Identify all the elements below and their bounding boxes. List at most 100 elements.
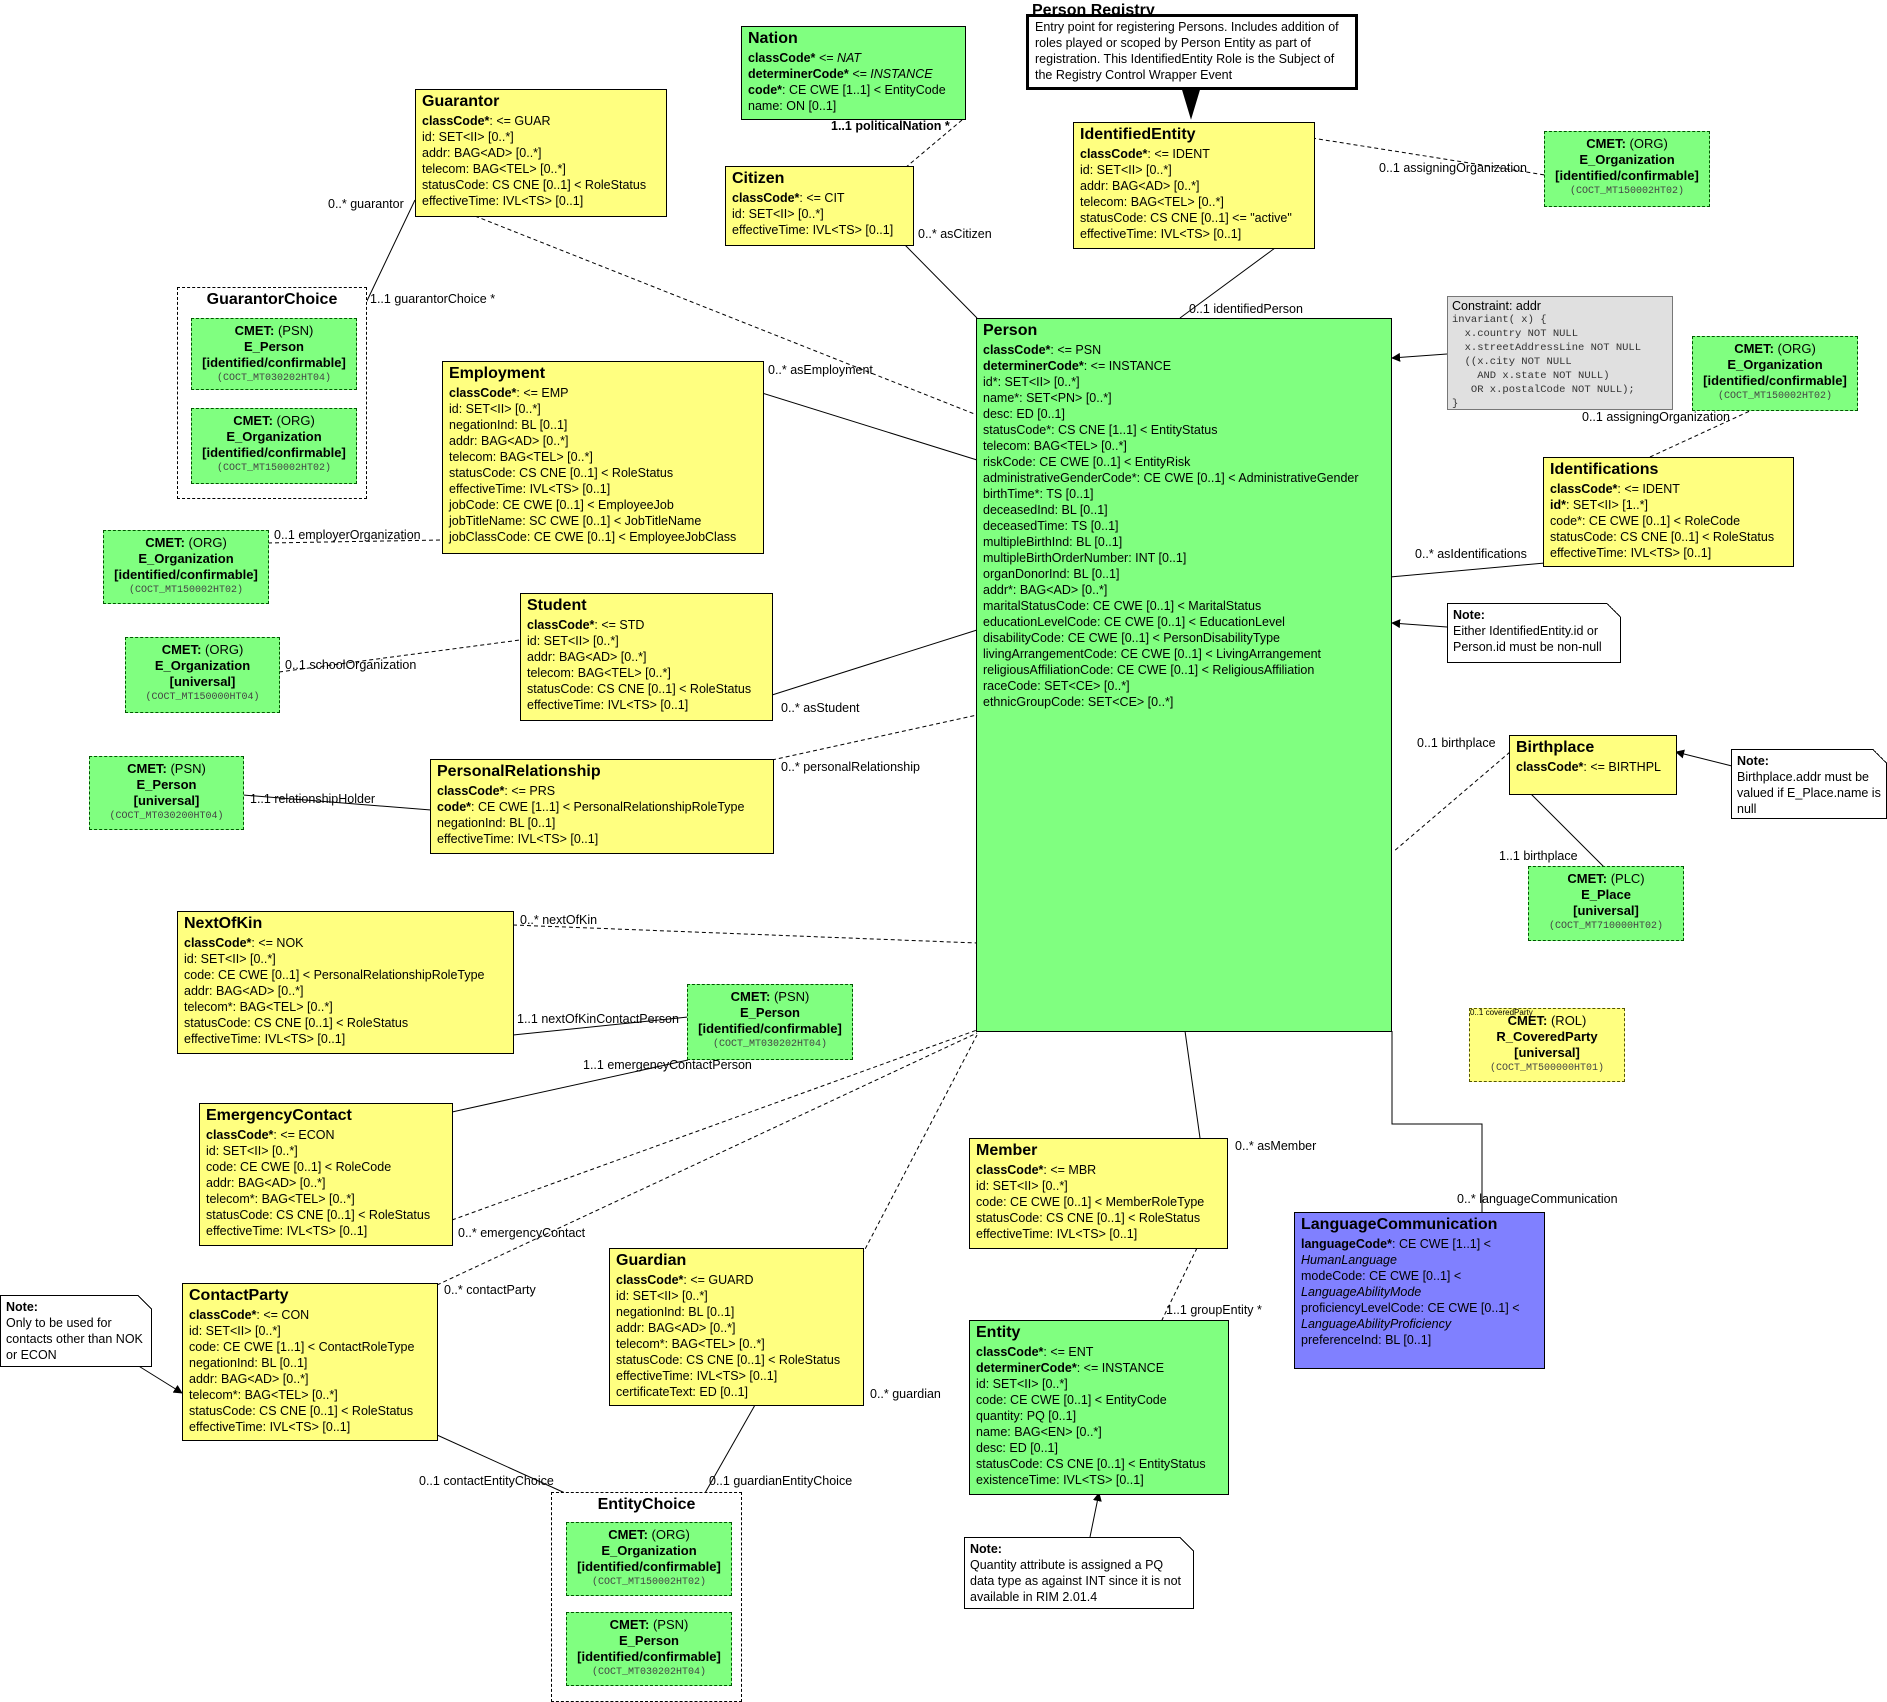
attribute-row: effectiveTime: IVL<TS> [0..1] xyxy=(1550,545,1787,561)
cmet-school-organization[interactable]: CMET: (ORG)E_Organization[universal](COC… xyxy=(125,637,280,713)
attribute-row: code: CE CWE [0..1] < PersonalRelationsh… xyxy=(184,967,507,983)
cmet-code: (COCT_MT500000HT01) xyxy=(1489,1063,1605,1074)
attribute-type: : ED [0..1] xyxy=(1002,1441,1058,1455)
attribute-type: : CE CWE [0..1] < EmployeeJob xyxy=(495,498,674,512)
attribute-type: : TS [0..1] xyxy=(1064,519,1119,533)
attribute-type: : CE CWE [1..1] < xyxy=(1392,1237,1491,1251)
cmet-flavor: [identified/confirmable] xyxy=(1703,373,1847,388)
attribute-name: classCode* xyxy=(983,343,1051,357)
cmet-ident-assigning-organization[interactable]: CMET: (ORG)E_Organization[identified/con… xyxy=(1544,131,1710,207)
attribute-row: classCode* <= NAT xyxy=(748,50,959,66)
attribute-name: deceasedInd xyxy=(983,503,1055,517)
attribute-row: telecom: BAG<TEL> [0..*] xyxy=(983,438,1385,454)
attribute-type: : BL [0..1] xyxy=(254,1356,308,1370)
class-title: EmergencyContact xyxy=(206,1107,352,1124)
attribute-row: statusCode: CS CNE [0..1] < RoleStatus xyxy=(527,681,766,697)
attribute-type: LanguageAbilityProficiency xyxy=(1301,1317,1452,1331)
cmet-place[interactable]: CMET: (PLC)E_Place[universal](COCT_MT710… xyxy=(1528,866,1684,941)
attribute-name: name* xyxy=(983,391,1020,405)
attribute-type: : CS CNE [0..1] <= "active" xyxy=(1143,211,1292,225)
attribute-type: : <= ENT xyxy=(1043,1345,1094,1359)
label-birthplace-role: 0..1 birthplace xyxy=(1417,736,1496,750)
attribute-row: classCode*: <= ENT xyxy=(976,1344,1222,1360)
attribute-name: existenceTime xyxy=(976,1473,1057,1487)
attribute-row: effectiveTime: IVL<TS> [0..1] xyxy=(189,1419,431,1435)
attribute-row: statusCode: CS CNE [0..1] < RoleStatus xyxy=(1550,529,1787,545)
attribute-name: determinerCode* xyxy=(976,1361,1077,1375)
cmet-guarantor-organization[interactable]: CMET: (ORG)E_Organization[identified/con… xyxy=(191,408,357,484)
attribute-row: classCode*: <= EMP xyxy=(449,385,757,401)
attribute-type: : SET<II> [0..*] xyxy=(625,1289,708,1303)
attribute-row: classCode*: <= GUAR xyxy=(422,113,660,129)
attribute-name: addr xyxy=(449,434,475,448)
attribute-row: existenceTime: IVL<TS> [0..1] xyxy=(976,1472,1222,1488)
attribute-row: educationLevelCode: CE CWE [0..1] < Educ… xyxy=(983,614,1385,630)
attribute-type: : IVL<TS> [0..1] xyxy=(1623,546,1712,560)
cmet-header: CMET: (PSN) xyxy=(692,989,848,1005)
attribute-type: : BAG<AD> [0..*] xyxy=(214,1372,309,1386)
cmet-relationship-holder[interactable]: CMET: (PSN)E_Person[universal](COCT_MT03… xyxy=(89,756,244,830)
attribute-row: classCode*: <= IDENT xyxy=(1080,146,1308,162)
attribute-row: addr: BAG<AD> [0..*] xyxy=(616,1320,857,1336)
link-asMember xyxy=(1184,1030,1201,1139)
attribute-row: organDonorInd: BL [0..1] xyxy=(983,566,1385,582)
attribute-name: statusCode xyxy=(189,1404,253,1418)
attribute-row: addr: BAG<AD> [0..*] xyxy=(206,1175,446,1191)
cmet-entity-choice-person[interactable]: CMET: (PSN)E_Person[identified/confirmab… xyxy=(566,1612,732,1686)
cmet-entity-choice-organization[interactable]: CMET: (ORG)E_Organization[identified/con… xyxy=(566,1522,732,1596)
attribute-type: : <= INSTANCE xyxy=(1083,359,1172,373)
attribute-row: telecom: BAG<TEL> [0..*] xyxy=(422,161,660,177)
cmet-header: CMET: (ORG) xyxy=(196,413,352,429)
cmet-ids-assigning-organization[interactable]: CMET: (ORG)E_Organization[identified/con… xyxy=(1692,336,1858,411)
cmet-code: (COCT_MT150000HT04) xyxy=(145,692,260,703)
attribute-name: code* xyxy=(1550,514,1582,528)
attribute-type: : CE CWE [0..1] < AdministrativeGender xyxy=(1136,471,1359,485)
attribute-name: code xyxy=(189,1340,217,1354)
attribute-name: effectiveTime xyxy=(449,482,523,496)
cmet-employer-organization[interactable]: CMET: (ORG)E_Organization[identified/con… xyxy=(103,530,269,604)
attribute-name: classCode* xyxy=(1080,147,1148,161)
cmet-covered-party[interactable]: CMET: (ROL)R_CoveredParty[universal](COC… xyxy=(1469,1008,1625,1082)
attribute-type: : CE CWE [1..1] < PersonalRelationshipRo… xyxy=(471,800,745,814)
attribute-name: multipleBirthOrderNumber xyxy=(983,551,1129,565)
attribute-row: jobCode: CE CWE [0..1] < EmployeeJob xyxy=(449,497,757,513)
note-birthplace-addr: Note: Birthplace.addr must be valued if … xyxy=(1731,749,1887,819)
cmet-name: E_Organization xyxy=(138,551,234,566)
attribute-row: statusCode: CS CNE [0..1] < RoleStatus xyxy=(206,1207,446,1223)
attribute-row: addr: BAG<AD> [0..*] xyxy=(527,649,766,665)
attribute-row: determinerCode* <= INSTANCE xyxy=(748,66,959,82)
cmet-code: (COCT_MT030202HT04) xyxy=(591,1667,707,1678)
label-guardian-entity-choice: 0..1 guardianEntityChoice xyxy=(709,1474,853,1488)
attribute-row: id*: SET<II> [1..*] xyxy=(1550,497,1787,513)
attribute-name: deceasedTime xyxy=(983,519,1065,533)
attribute-name: classCode* xyxy=(976,1345,1044,1359)
attribute-row: ethnicGroupCode: SET<CE> [0..*] xyxy=(983,694,1385,710)
cmet-guarantor-person[interactable]: CMET: (PSN)E_Person[identified/confirmab… xyxy=(191,318,357,390)
attribute-name: id xyxy=(1080,163,1090,177)
label-school-organization: 0..1 schoolOrganization xyxy=(285,658,417,672)
class-title: Entity xyxy=(976,1324,1021,1341)
cmet-nok-contact-person[interactable]: CMET: (PSN)E_Person[identified/confirmab… xyxy=(687,984,853,1060)
attribute-name: code xyxy=(976,1393,1004,1407)
attribute-name: effectiveTime xyxy=(422,194,496,208)
link-birthNote xyxy=(1675,749,1733,767)
attribute-row: deceasedInd: BL [0..1] xyxy=(983,502,1385,518)
attribute-row: id: SET<II> [0..*] xyxy=(527,633,766,649)
